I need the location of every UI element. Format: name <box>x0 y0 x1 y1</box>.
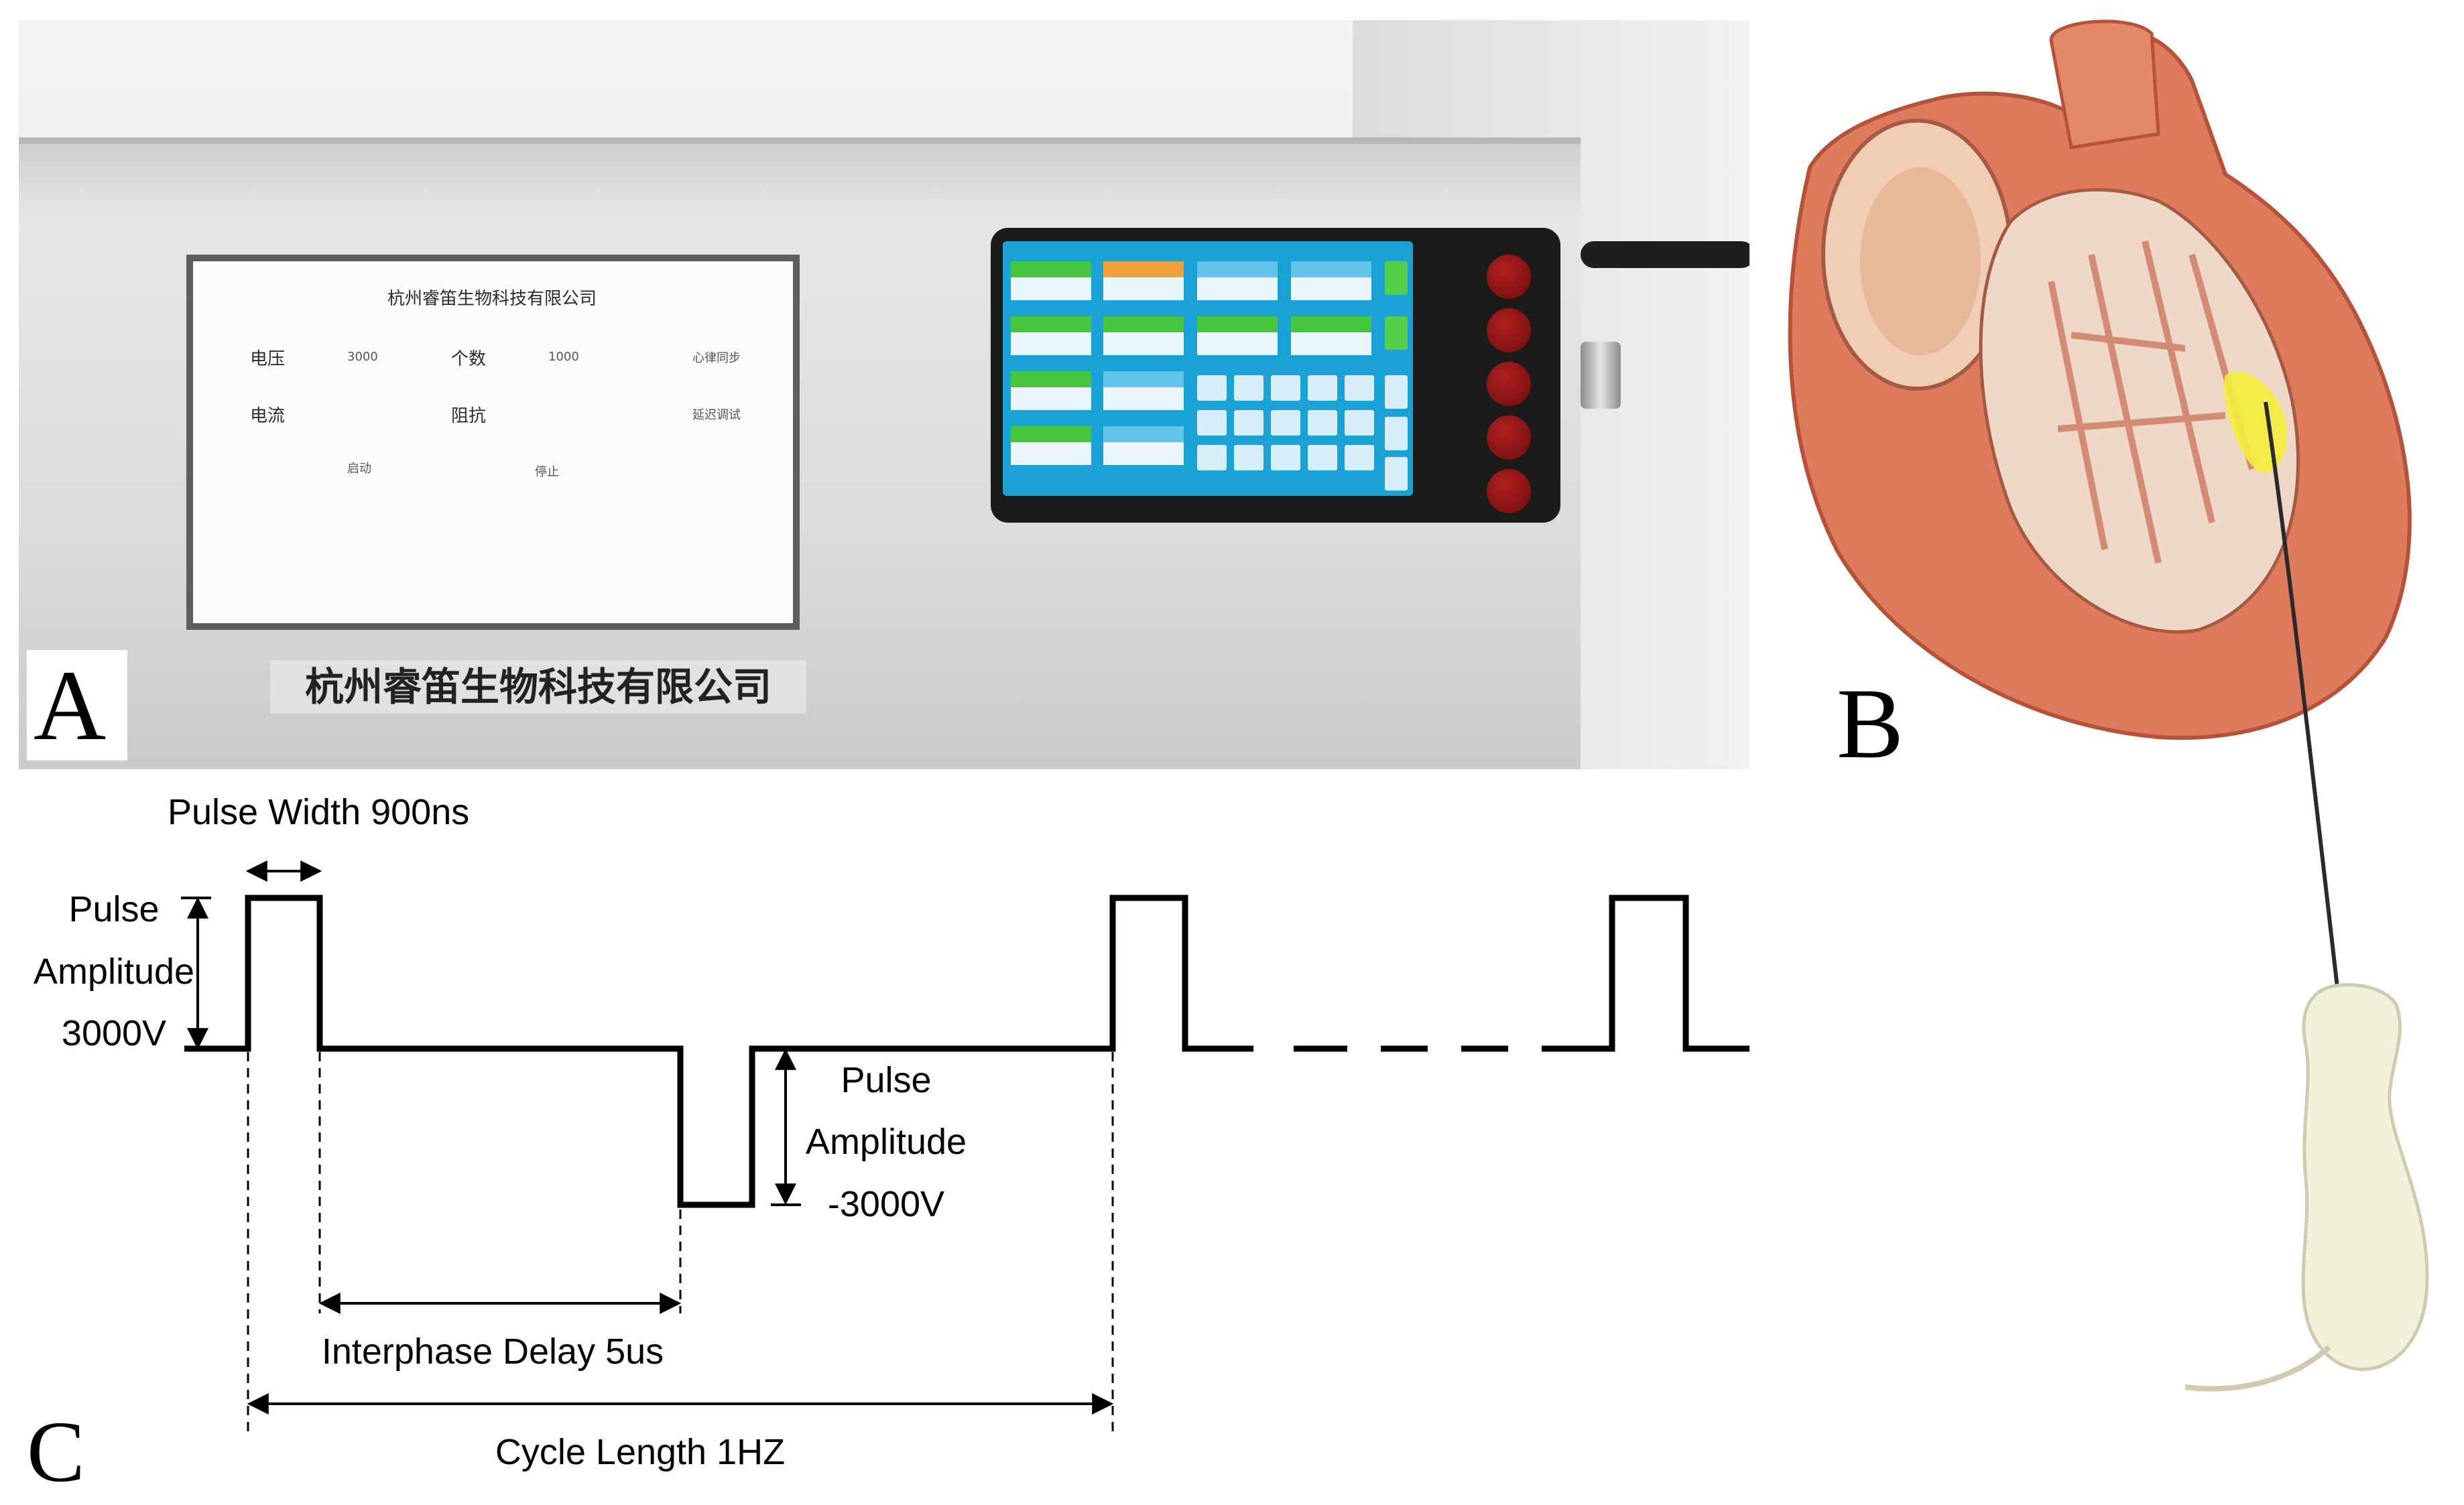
panel-a-device-photo: 杭州睿笛生物科技有限公司 电压 3000 个数 1000 心律同步 电流 阻抗 … <box>19 20 1749 769</box>
device-case: 杭州睿笛生物科技有限公司 电压 3000 个数 1000 心律同步 电流 阻抗 … <box>19 137 1581 769</box>
ts-start-key[interactable] <box>1385 261 1408 295</box>
ts-load-button[interactable] <box>1011 371 1091 410</box>
red-button[interactable] <box>1487 469 1531 513</box>
lcd-impedance-label: 阻抗 <box>451 406 487 426</box>
ts-pfall-button[interactable] <box>1291 261 1371 300</box>
ts-side-key[interactable] <box>1385 375 1408 409</box>
pos-amp-line1: Pulse <box>68 889 159 929</box>
ts-pwidth-button[interactable] <box>1103 261 1184 300</box>
neg-amp-line3: -3000V <box>828 1184 944 1224</box>
ts-key[interactable] <box>1234 445 1264 470</box>
panel-a-letter: A <box>34 650 107 761</box>
ts-key[interactable] <box>1271 375 1300 401</box>
ts-key[interactable] <box>1345 410 1374 436</box>
ts-key[interactable] <box>1308 410 1337 436</box>
ts-key[interactable] <box>1234 375 1264 401</box>
ts-key[interactable] <box>1345 375 1374 401</box>
waveform-line <box>184 895 1253 1208</box>
lcd-delay-label: 延迟调试 <box>692 408 741 422</box>
lcd-count-label: 个数 <box>451 349 487 369</box>
company-nameplate: 杭州睿笛生物科技有限公司 <box>270 660 806 714</box>
panel-c-letter: C <box>27 1404 85 1500</box>
ts-side-key[interactable] <box>1385 417 1408 450</box>
lcd-count-value: 1000 <box>548 350 579 364</box>
ts-key[interactable] <box>1308 445 1337 470</box>
neg-amp-line1: Pulse <box>841 1060 931 1100</box>
neg-amp-line2: Amplitude <box>806 1122 967 1162</box>
panel-b-heart-illustration: B <box>1756 0 2464 1505</box>
panel-a-label-box: A <box>27 650 127 761</box>
red-button[interactable] <box>1487 308 1531 352</box>
ts-key[interactable] <box>1271 410 1300 436</box>
lcd-voltage-label: 电压 <box>250 349 286 369</box>
ts-side-key[interactable] <box>1385 457 1408 490</box>
lcd-title: 杭州睿笛生物科技有限公司 <box>387 289 597 309</box>
ts-nwidth-button[interactable] <box>1103 316 1184 355</box>
ts-stand-number-button[interactable] <box>1103 426 1184 465</box>
ts-key[interactable] <box>1197 445 1227 470</box>
ts-key[interactable] <box>1197 375 1227 401</box>
panel-c-waveform-diagram: Pulse Width 900ns Pulse Amplitude 3000V … <box>0 771 1756 1505</box>
red-button[interactable] <box>1487 362 1531 406</box>
interphase-delay-label: Interphase Delay 5us <box>322 1331 664 1372</box>
ts-key[interactable] <box>1345 445 1374 470</box>
ts-key[interactable] <box>1308 375 1337 401</box>
ts-nrise-button[interactable] <box>1197 316 1278 355</box>
lcd-heart-rate-label: 心律同步 <box>692 351 741 365</box>
ts-key[interactable] <box>1271 445 1300 470</box>
ts-prise-button[interactable] <box>1197 261 1278 300</box>
ts-interval-button[interactable] <box>1011 426 1091 465</box>
cable-connector <box>1581 241 1749 268</box>
waveform-dashes <box>1294 895 1749 1052</box>
lcd-voltage-value: 3000 <box>347 350 378 364</box>
red-button[interactable] <box>1487 415 1531 460</box>
ts-nfall-button[interactable] <box>1291 316 1371 355</box>
touchscreen <box>1003 241 1413 496</box>
waveform-svg: Pulse Width 900ns Pulse Amplitude 3000V … <box>27 792 1749 1500</box>
lcd-stop-label: 停止 <box>535 465 559 479</box>
red-button[interactable] <box>1487 255 1531 299</box>
ts-run-key[interactable] <box>1385 316 1408 350</box>
knob-connector <box>1581 342 1621 409</box>
pos-amp-line2: Amplitude <box>34 952 194 992</box>
ts-pulse-number-button[interactable] <box>1103 371 1184 410</box>
ts-key[interactable] <box>1197 410 1227 436</box>
ts-frequency-button[interactable] <box>1011 316 1091 355</box>
lcd-current-label: 电流 <box>250 406 286 426</box>
lcd-start-label: 启动 <box>347 462 371 476</box>
heart-with-catheter-icon <box>1788 19 2429 1392</box>
cycle-length-label: Cycle Length 1HZ <box>495 1432 785 1472</box>
ts-key[interactable] <box>1234 410 1264 436</box>
lcd-display: 杭州睿笛生物科技有限公司 电压 3000 个数 1000 心律同步 电流 阻抗 … <box>186 255 800 630</box>
pulse-width-label: Pulse Width 900ns <box>168 792 469 832</box>
ts-voltage-button[interactable] <box>1011 261 1091 300</box>
panel-b-letter: B <box>1837 668 1904 779</box>
pos-amp-line3: 3000V <box>62 1013 166 1053</box>
